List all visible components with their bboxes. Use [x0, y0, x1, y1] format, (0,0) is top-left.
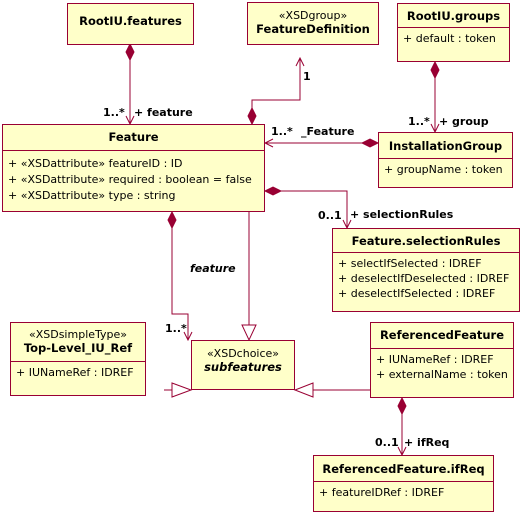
label-ifreq-multiplicity: 0..1 [375, 436, 399, 449]
assoc-feature-selectionrules [265, 190, 347, 228]
label-group-role: + group [439, 115, 489, 128]
attribute: + featureIDRef : IDREF [319, 486, 445, 499]
class-feature[interactable]: Feature + «XSDattribute» featureID : ID … [2, 124, 265, 212]
class-rootiu-features[interactable]: RootIU.features [67, 3, 194, 45]
attribute: + groupName : token [384, 163, 503, 176]
class-referenced-feature[interactable]: ReferencedFeature + IUNameRef : IDREF + … [370, 322, 514, 398]
label-feature-role: + feature [134, 106, 193, 119]
label-feature-italic: feature [190, 262, 236, 275]
label-selectionrules-multiplicity: 0..1 [318, 209, 342, 222]
class-name: InstallationGroup [388, 139, 503, 153]
attribute-list: + selectIfSelected : IDREF + deselectIfD… [333, 252, 519, 304]
class-name: Feature [108, 130, 159, 144]
class-name: FeatureDefinition [256, 22, 370, 36]
attribute: + IUNameRef : IDREF [376, 353, 494, 366]
class-name: Feature.selectionRules [351, 234, 501, 248]
attribute: + «XSDattribute» type : string [8, 189, 176, 202]
attribute: + externalName : token [376, 368, 508, 381]
attribute: + default : token [403, 32, 496, 45]
label-ifreq-role: + ifReq [404, 436, 450, 449]
class-name: ReferencedFeature.ifReq [322, 462, 485, 476]
class-name: RootIU.groups [406, 9, 501, 23]
class-stereotype: «XSDchoice» [206, 347, 280, 360]
attribute: + deselectIfSelected : IDREF [338, 287, 496, 300]
diamond-installationgroup [360, 138, 380, 148]
label-subfeatures-multiplicity: 1..* [165, 322, 187, 335]
diamond-rootiu-groups [430, 60, 440, 80]
class-name: Top-Level_IU_Ref [23, 341, 133, 355]
class-name: RootIU.features [79, 14, 182, 28]
generalization-arrow-toplevel [171, 382, 193, 398]
attribute: + selectIfSelected : IDREF [338, 257, 482, 270]
label-feature-multiplicity: 1..* [103, 106, 125, 119]
attribute-list: + IUNameRef : IDREF + externalName : tok… [371, 348, 513, 385]
class-feature-selection-rules[interactable]: Feature.selectionRules + selectIfSelecte… [332, 228, 520, 312]
label-group-multiplicity: 1..* [408, 115, 430, 128]
class-rootiu-groups[interactable]: RootIU.groups + default : token [397, 3, 510, 62]
diamond-referenced [397, 396, 407, 416]
label-group-feature-role: _Feature [301, 125, 355, 138]
label-group-feature-multiplicity: 1..* [271, 125, 293, 138]
class-referenced-feature-ifreq[interactable]: ReferencedFeature.ifReq + featureIDRef :… [313, 455, 494, 512]
class-name: subfeatures [204, 360, 282, 374]
attribute-list: + default : token [398, 27, 509, 49]
diamond-rootiu-features [125, 42, 135, 62]
generalization-arrow-feature [241, 324, 257, 342]
diamond-feature-top [247, 106, 257, 126]
label-featuredefinition-multiplicity: 1 [303, 70, 311, 83]
diamond-feature-right [263, 186, 283, 196]
attribute: + «XSDattribute» required : boolean = fa… [8, 173, 252, 186]
class-top-level-iu-ref[interactable]: «XSDsimpleType» Top-Level_IU_Ref + IUNam… [10, 322, 146, 396]
attribute-list: + IUNameRef : IDREF [11, 361, 145, 383]
attribute-list: + featureIDRef : IDREF [314, 481, 493, 503]
class-feature-definition[interactable]: «XSDgroup» FeatureDefinition [247, 2, 379, 45]
class-installation-group[interactable]: InstallationGroup + groupName : token [378, 132, 513, 188]
attribute: + «XSDattribute» featureID : ID [8, 157, 183, 170]
assoc-feature-subfeatures [171, 212, 188, 340]
label-selectionrules-role: + selectionRules [350, 208, 454, 221]
attribute: + IUNameRef : IDREF [16, 366, 134, 379]
diamond-feature-bottom [167, 210, 177, 230]
class-name: ReferencedFeature [379, 328, 505, 342]
class-subfeatures[interactable]: «XSDchoice» subfeatures [191, 340, 295, 390]
attribute-list: + «XSDattribute» featureID : ID + «XSDat… [3, 150, 264, 207]
class-stereotype: «XSDgroup» [278, 9, 348, 22]
class-stereotype: «XSDsimpleType» [28, 328, 128, 341]
assoc-feature-featuredefinition [251, 58, 300, 124]
attribute: + deselectIfDeselected : IDREF [338, 272, 510, 285]
attribute-list: + groupName : token [379, 158, 512, 180]
generalization-arrow-referenced [293, 382, 314, 398]
